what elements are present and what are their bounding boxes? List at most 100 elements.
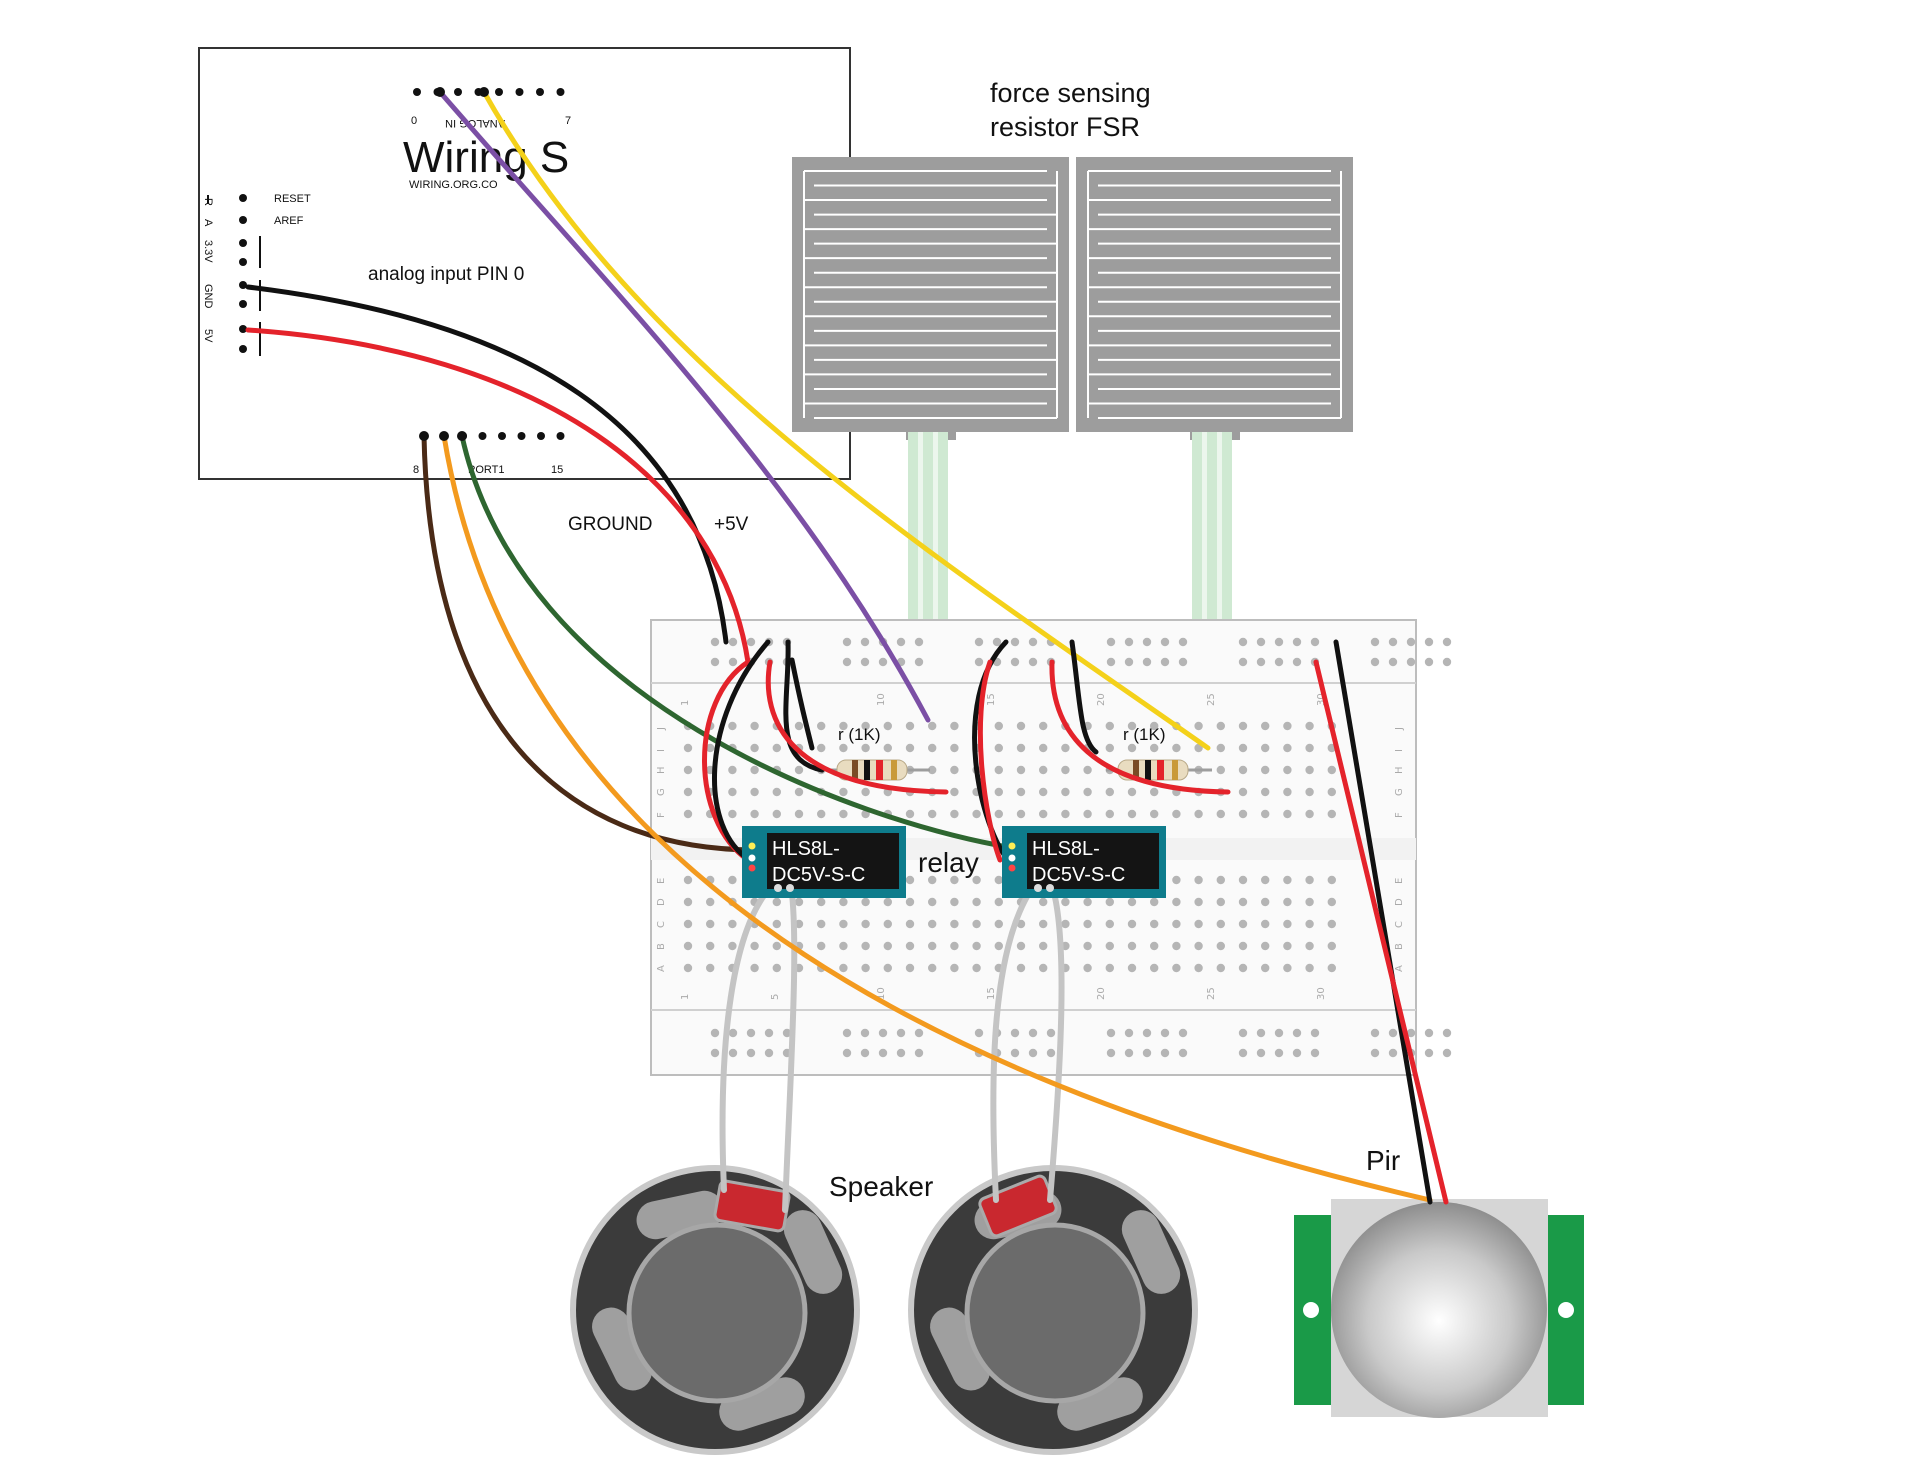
row-letter-a-right: A (1394, 965, 1405, 972)
breadboard-hole (839, 963, 848, 973)
breadboard-hole (1039, 787, 1048, 797)
breadboard-hole (1194, 897, 1203, 907)
relay-right-model-line1: HLS8L- (1032, 838, 1100, 860)
breadboard-hole (1194, 919, 1203, 929)
rail-hole (1256, 1048, 1266, 1058)
breadboard-hole (883, 941, 892, 951)
rail-hole (878, 657, 888, 667)
breadboard-hole (928, 721, 937, 731)
rail-hole (1406, 637, 1416, 647)
breadboard-hole (1216, 743, 1226, 753)
breadboard-hole (772, 897, 781, 907)
breadboard-hole (1261, 809, 1270, 819)
breadboard-hole (1016, 919, 1026, 929)
col-num-10-top: 10 (876, 693, 887, 706)
breadboard-hole (1016, 941, 1026, 951)
rail-hole (1238, 1048, 1248, 1058)
aref-label: AREF (274, 215, 304, 227)
analog-header-pin (495, 88, 503, 96)
breadboard-hole (928, 963, 937, 973)
breadboard-hole (683, 897, 693, 907)
breadboard-hole (817, 809, 826, 819)
breadboard-holes (683, 637, 1452, 1058)
breadboard-hole (1283, 743, 1292, 753)
breadboard-hole (905, 721, 915, 731)
breadboard-hole (1216, 765, 1226, 775)
breadboard-hole (750, 721, 759, 731)
rail-hole (1238, 1028, 1248, 1038)
row-letter-j: J (656, 727, 667, 731)
breadboard-hole (1261, 897, 1270, 907)
breadboard-hole (883, 721, 892, 731)
analog-pin-0-label: 0 (411, 115, 417, 127)
rail-hole (1292, 637, 1302, 647)
rail-hole (1370, 1048, 1380, 1058)
port-orange-wire (441, 433, 1433, 1203)
breadboard-hole (1172, 963, 1181, 973)
analog-input-label: analog input PIN 0 (368, 264, 524, 285)
breadboard-hole (1127, 919, 1137, 929)
row-letter-f: F (656, 812, 667, 818)
rail-hole (710, 657, 720, 667)
breadboard-hole (883, 743, 892, 753)
rail-hole (1160, 657, 1170, 667)
analog-header-pin (515, 88, 524, 96)
rail-hole (1274, 1048, 1284, 1058)
breadboard-hole (861, 721, 870, 731)
rail-hole (1310, 1028, 1320, 1038)
breadboard-hole (905, 875, 915, 885)
rail-hole (1142, 1048, 1152, 1058)
breadboard-hole (839, 919, 848, 929)
breadboard-hole (861, 743, 870, 753)
rail-hole (1388, 1028, 1398, 1038)
breadboard-hole (1283, 897, 1292, 907)
breadboard-hole (772, 963, 781, 973)
breadboard-hole (817, 919, 826, 929)
relay-left-model-line2: DC5V-S-C (772, 864, 865, 886)
row-letter-c-right: C (1394, 921, 1405, 928)
fsr-right-traces (1087, 170, 1342, 419)
fsr-sensor-right (1076, 157, 1353, 720)
breadboard-hole (905, 809, 915, 819)
board-side-pins (207, 194, 261, 356)
breadboard-hole (883, 963, 892, 973)
port-pin-8-label: 8 (413, 464, 419, 476)
breadboard-hole (1172, 743, 1181, 753)
rail-hole (1370, 1028, 1380, 1038)
breadboard-hole (1150, 963, 1159, 973)
breadboard-hole (1105, 963, 1115, 973)
rail-hole (896, 637, 906, 647)
breadboard-hole (728, 919, 737, 929)
breadboard-hole (794, 809, 804, 819)
speaker-left (570, 1165, 860, 1455)
rail-hole (878, 1028, 888, 1038)
breadboard-hole (972, 897, 981, 907)
rail-hole (974, 637, 984, 647)
rail-hole (1274, 657, 1284, 667)
breadboard-hole (1238, 765, 1248, 775)
col-num-15-bottom: 15 (986, 987, 997, 1000)
side-label-gnd: GND (202, 284, 214, 309)
breadboard-hole (1061, 897, 1070, 907)
rail-hole (914, 657, 924, 667)
pir-sensor (1294, 1199, 1584, 1418)
side-label-r: R (202, 198, 214, 206)
breadboard-hole (950, 787, 959, 797)
breadboard-hole (772, 919, 781, 929)
analog-header-pin (454, 88, 462, 96)
rail-hole (1424, 1048, 1434, 1058)
breadboard-hole (1238, 743, 1248, 753)
breadboard-hole (772, 941, 781, 951)
breadboard-hole (905, 897, 915, 907)
breadboard-hole (1105, 897, 1115, 907)
breadboard-hole (1261, 963, 1270, 973)
breadboard-hole (994, 875, 1003, 885)
breadboard-hole (1127, 809, 1137, 819)
analog-in-label: ANALOG IN (445, 117, 505, 129)
breadboard-hole (972, 919, 981, 929)
breadboard-hole (994, 787, 1003, 797)
breadboard-hole (1083, 765, 1092, 775)
breadboard-hole (1039, 897, 1048, 907)
breadboard-hole (683, 809, 693, 819)
row-letter-c: C (656, 921, 667, 928)
